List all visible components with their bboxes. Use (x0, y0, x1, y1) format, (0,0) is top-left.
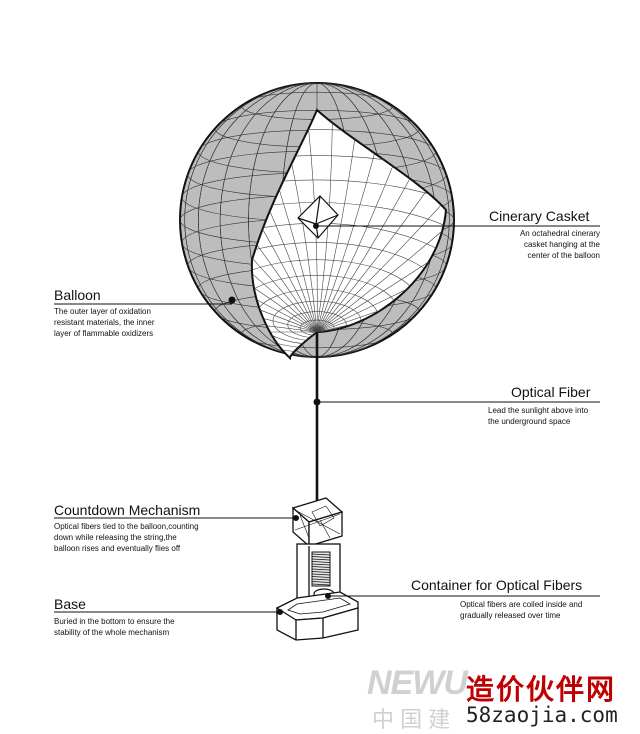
cinerary-casket-desc: An octahedral cinerary casket hanging at… (504, 228, 600, 261)
grid-line (251, 188, 318, 333)
grid-line (251, 301, 318, 333)
desc-line: down while releasing the string,the (54, 533, 177, 542)
grid-line (311, 553, 331, 556)
desc-line: Lead the sunlight above into (488, 406, 589, 415)
desc-line: layer of flammable oxidizers (54, 329, 154, 338)
desc-line: Optical fibers tied to the balloon,count… (54, 522, 199, 531)
optical-fiber-title: Optical Fiber (511, 384, 591, 400)
grid-line (251, 142, 318, 333)
desc-line: casket hanging at the (523, 240, 600, 249)
grid-line (311, 566, 331, 568)
grid-line (251, 215, 318, 333)
grid-line (311, 578, 331, 581)
grid-line (311, 571, 331, 573)
balloon-desc: The outer layer of oxidation resistant m… (54, 306, 184, 339)
grid-line (316, 123, 446, 333)
grid-line (251, 123, 318, 333)
grid-line (251, 164, 318, 333)
grid-line (311, 561, 331, 563)
desc-line: Buried in the bottom to ensure the (54, 617, 175, 626)
watermark-cn-right: 造价伙伴网 (466, 674, 617, 705)
desc-line: center of the balloon (527, 251, 601, 260)
desc-line: gradually released over time (460, 611, 561, 620)
grid-line (311, 563, 331, 566)
balloon-interior (250, 108, 448, 361)
container-desc: Optical fibers are coiled inside and gra… (460, 599, 605, 621)
grid-line (311, 573, 331, 576)
grid-line (271, 110, 318, 333)
desc-line: The outer layer of oxidation (54, 307, 151, 316)
container-title: Container for Optical Fibers (411, 577, 583, 593)
grid-line (251, 155, 446, 358)
watermark-url: 58zaojia.com (466, 703, 618, 727)
base-title: Base (54, 596, 86, 612)
desc-line: An octahedral cinerary (519, 229, 600, 238)
cinerary-casket-shape (297, 195, 339, 239)
grid-line (311, 556, 331, 558)
desc-line: Optical fibers are coiled inside and (460, 600, 583, 609)
grid-line (316, 271, 446, 333)
grid-line (316, 164, 446, 333)
desc-line: resistant materials, the inner (54, 318, 155, 327)
optical-fiber-desc: Lead the sunlight above into the undergr… (488, 405, 603, 427)
balloon-title: Balloon (54, 287, 101, 303)
grid-line (251, 129, 446, 358)
grid-line (316, 110, 333, 333)
leader-lines (54, 223, 600, 615)
desc-line: the underground space (488, 417, 571, 426)
grid-line (311, 581, 331, 583)
desc-line: balloon rises and eventually flies off (54, 544, 181, 553)
grid-line (311, 558, 331, 561)
grid-line (311, 576, 331, 578)
grid-line (251, 271, 318, 333)
grid-line (316, 110, 363, 333)
watermark-cn-left: 中 国 建 (372, 707, 451, 732)
countdown-mechanism-shape (291, 497, 344, 548)
grid-line (251, 242, 318, 333)
base-shape (276, 591, 359, 641)
grid-line (184, 83, 450, 357)
watermark-logo: NEWU (367, 664, 468, 702)
cinerary-casket-title: Cinerary Casket (489, 208, 590, 224)
grid-line (311, 568, 331, 571)
desc-line: stability of the whole mechanism (54, 628, 170, 637)
grid-line (251, 179, 446, 358)
countdown-mechanism-title: Countdown Mechanism (54, 502, 201, 518)
grid-line (311, 583, 331, 586)
countdown-mechanism-desc: Optical fibers tied to the balloon,count… (54, 521, 218, 554)
base-desc: Buried in the bottom to ensure the stabi… (54, 616, 204, 638)
